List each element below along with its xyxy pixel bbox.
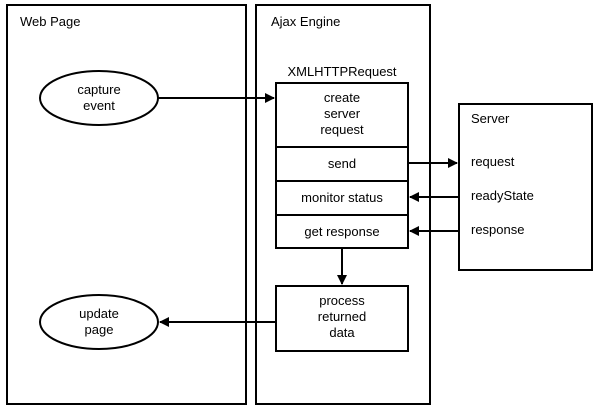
update-page-ellipse — [39, 294, 159, 350]
server-panel: Server request readyState response — [458, 103, 593, 271]
server-title: Server — [471, 111, 510, 126]
server-frame — [458, 103, 593, 271]
server-request-label: request — [471, 154, 515, 169]
server-readystate-label: readyState — [471, 188, 534, 203]
xhr-box: create server request send monitor statu… — [275, 82, 409, 249]
capture-event-node: capture event — [39, 70, 159, 126]
ajax-engine-frame — [255, 4, 431, 405]
update-page-label-line-2: page — [85, 322, 114, 337]
get-response-label: get response — [304, 224, 379, 239]
update-page-node: update page — [39, 294, 159, 350]
send-label: send — [328, 156, 356, 171]
create-request-line-3: request — [320, 122, 364, 137]
web-page-frame — [6, 4, 247, 405]
connectors — [158, 93, 459, 327]
process-data-line-1: process — [319, 293, 365, 308]
process-data-box: process returned data — [275, 285, 409, 352]
monitor-status-label: monitor status — [301, 190, 383, 205]
process-data-outline — [275, 285, 409, 352]
process-data-line-2: returned — [318, 309, 366, 324]
xhr-box-outline — [275, 82, 409, 249]
xhr-title: XMLHTTPRequest — [287, 64, 396, 79]
create-request-line-2: server — [324, 106, 361, 121]
server-response-label: response — [471, 222, 524, 237]
create-request-line-1: create — [324, 90, 360, 105]
ajax-engine-title: Ajax Engine — [271, 14, 340, 29]
web-page-panel: Web Page capture event update page — [6, 4, 247, 405]
process-data-line-3: data — [329, 325, 355, 340]
ajax-engine-panel: Ajax Engine XMLHTTPRequest create server… — [255, 4, 431, 405]
update-page-label-line-1: update — [79, 306, 119, 321]
web-page-title: Web Page — [20, 14, 80, 29]
capture-event-label-line-1: capture — [77, 82, 120, 97]
capture-event-label-line-2: event — [83, 98, 115, 113]
